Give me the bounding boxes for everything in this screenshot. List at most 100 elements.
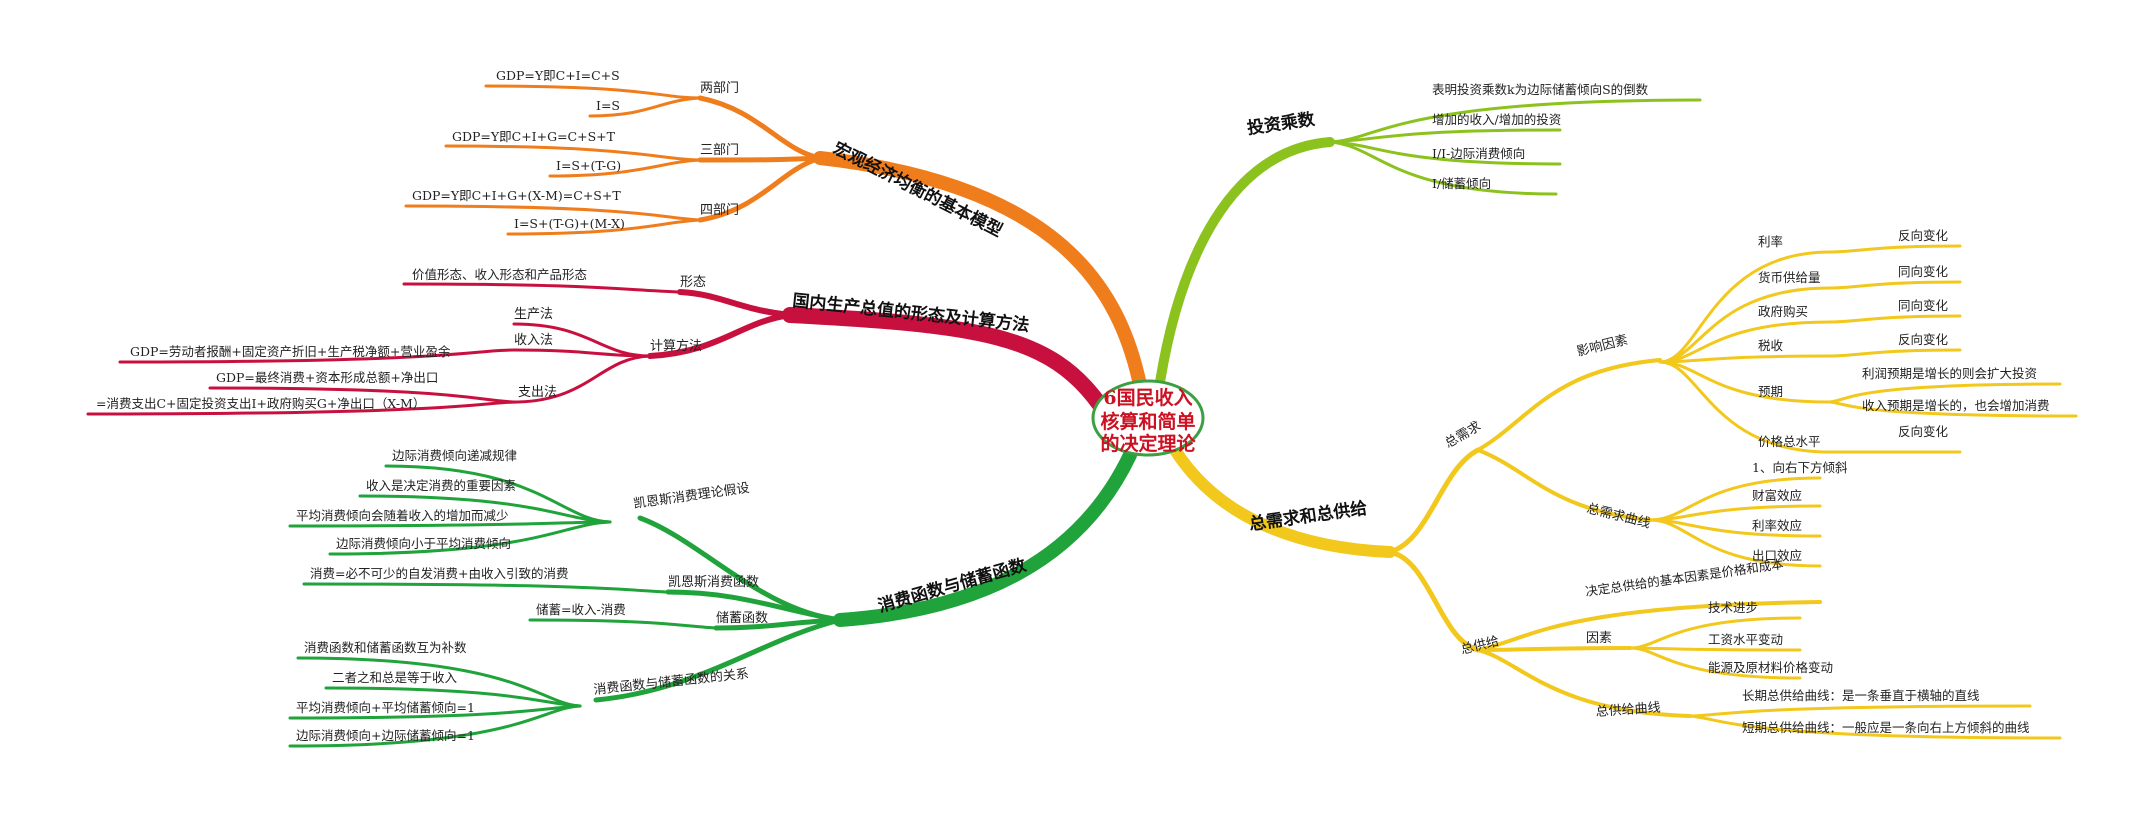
link-expenditure [516,354,652,404]
leaf-relation-2: 二者之和总是等于收入 [332,670,458,685]
leaf-tax-effect: 反向变化 [1898,332,1949,347]
branch-investment-multiplier[interactable]: 投资乘数 表明投资乘数k为边际储蓄倾向S的倒数 增加的收入/增加的投资 I/I-… [1246,82,1649,191]
leaf-tech-progress: 技术进步 [1708,600,1758,615]
link-multiplier-3 [1328,140,1562,166]
center-title-line-1: 6国民收入 [1103,386,1192,409]
leaf-link-expect-2 [1828,400,2078,418]
leaf-link-saving-fn [528,618,718,630]
link-keynes-assumptions [637,515,843,623]
branch-consumption-saving[interactable]: 消费函数与储蓄函数 凯恩斯消费理论假设 凯恩斯消费函数 储蓄函数 消费函数与储蓄… [296,448,1029,743]
leaf-saving-fn: 储蓄=收入-消费 [536,602,626,617]
leaf-expectation-1: 利润预期是增长的则会扩大投资 [1862,366,2037,381]
link-supply-curve [1476,648,1692,718]
leaf-link-short-run [1688,714,2062,740]
leaf-keynes-4: 边际消费倾向小于平均消费倾向 [336,536,511,551]
trunk-multiplier [1155,137,1335,387]
node-multiplier-2: 增加的收入/增加的投资 [1432,112,1561,127]
leaf-link-rel-4 [288,704,582,748]
leaf-keynes-3: 平均消费倾向会随着收入的增加而减少 [296,508,509,523]
node-calc-method: 计算方法 [650,338,702,354]
node-supply-curve: 总供给曲线 [1595,700,1661,719]
link-multiplier-4 [1328,140,1558,196]
leaf-interest-effect: 反向变化 [1898,228,1949,243]
branch-ad-as[interactable]: 总需求和总供给 总需求 影响因素 总需求曲线 利率 货币供给量 政府购买 税收 … [1248,228,2050,735]
branch-links [86,84,2078,748]
link-gdp-form [677,289,793,318]
leaf-export-effect: 出口效应 [1752,548,1802,563]
leaf-gdp-form-desc: 价值形态、收入形态和产品形态 [412,267,587,282]
node-gdp-form: 形态 [680,275,706,290]
leaf-interest-rate-effect: 利率效应 [1752,518,1802,533]
leaf-four-sector-gdp: GDP=Y即C+I+G+(X-M)=C+S+T [412,188,621,203]
trunk-gdp [782,307,1108,413]
leaf-link-three-2 [548,158,702,178]
node-factor-tax: 税收 [1758,338,1784,353]
node-demand-factors: 影响因素 [1575,332,1629,360]
leaf-link-factor-0 [1828,244,1962,254]
link-supply-factors [1476,646,1632,652]
link-income [512,348,652,358]
leaf-link-rel-2 [324,686,582,708]
leaf-link-two-2 [588,96,702,118]
center-node-ellipse [1091,379,1205,457]
node-supply-factors: 因素 [1586,631,1612,646]
node-aggregate-demand: 总需求 [1443,419,1484,451]
leaf-wealth-effect: 财富效应 [1752,488,1802,503]
node-multiplier-1: 表明投资乘数k为边际储蓄倾向S的倒数 [1432,82,1649,97]
link-multiplier-2 [1328,128,1562,144]
center-node[interactable]: 6国民收入 核算和简单 的决定理论 [1091,379,1205,457]
link-aggregate-supply [1387,549,1481,653]
link-three-sector [697,155,823,163]
link-supply-basic [1476,600,1822,652]
leaf-money-effect: 同向变化 [1898,264,1949,279]
link-factor-1 [1658,286,1832,364]
link-calc-method [647,312,793,359]
link-factor-5 [1658,360,1832,454]
leaf-gov-effect: 同向变化 [1898,298,1949,313]
branch-macro-model[interactable]: 宏观经济均衡的基本模型 两部门 三部门 四部门 GDP=Y即C+I=C+S I=… [412,68,1006,241]
trunk-macro [813,151,1147,392]
node-consumption-saving-relation: 消费函数与储蓄函数的关系 [593,666,750,698]
leaf-link-long-run [1688,704,2032,718]
node-expenditure-method: 支出法 [518,385,557,400]
leaf-link-factor-2 [1828,314,1962,324]
leaf-link-three-1 [444,144,702,162]
leaf-expenditure-formula-2: =消费支出C+固定投资支出I+政府购买G+净出口（X-M） [96,396,425,411]
leaf-link-consumption-fn [302,582,670,594]
leaf-four-sector-is: I=S+(T-G)+(M-X) [514,216,625,231]
leaf-short-run-curve: 短期总供给曲线：一般应是一条向右上方倾斜的曲线 [1742,720,2030,735]
leaf-long-run-curve: 长期总供给曲线：是一条垂直于横轴的直线 [1742,688,1980,703]
leaf-two-sector-gdp: GDP=Y即C+I=C+S [496,68,620,83]
node-two-sector: 两部门 [700,81,739,96]
leaf-link-keynes-2 [358,494,612,524]
leaf-keynes-1: 边际消费倾向递减规律 [392,448,517,463]
leaf-link-factor-1 [1828,280,1962,290]
node-income-method: 收入法 [514,333,553,348]
node-factor-gov: 政府购买 [1758,304,1808,319]
leaf-relation-4: 边际消费倾向+边际储蓄倾向=1 [296,728,475,743]
node-factor-expectation: 预期 [1758,384,1783,399]
link-two-sector [697,95,823,161]
leaf-keynes-2: 收入是决定消费的重要因素 [366,478,516,493]
leaf-expenditure-formula-1: GDP=最终消费+资本形成总额+净出口 [216,370,438,385]
leaf-link-curve-3 [1648,518,1822,568]
node-three-sector: 三部门 [700,143,739,158]
node-factor-interest: 利率 [1758,234,1783,249]
link-demand-factors [1476,358,1662,452]
leaf-relation-3: 平均消费倾向+平均储蓄倾向=1 [296,700,475,715]
link-factor-3 [1658,354,1832,364]
leaf-link-exp-2 [86,400,520,416]
trunk-adas [1169,444,1396,558]
leaf-price-effect: 反向变化 [1898,424,1949,439]
leaf-link-four-2 [506,218,702,236]
link-four-sector [697,155,823,223]
link-relation [593,617,843,703]
node-supply-basic-factor: 决定总供给的基本因素是价格和成本 [1584,556,1785,599]
leaf-curve-slope: 1、向右下方倾斜 [1752,460,1848,475]
node-four-sector: 四部门 [700,203,739,218]
leaf-link-two-1 [484,84,702,100]
leaf-link-income [118,348,516,364]
node-production-method: 生产法 [514,307,553,322]
branch-label-investment-multiplier: 投资乘数 [1246,109,1317,139]
